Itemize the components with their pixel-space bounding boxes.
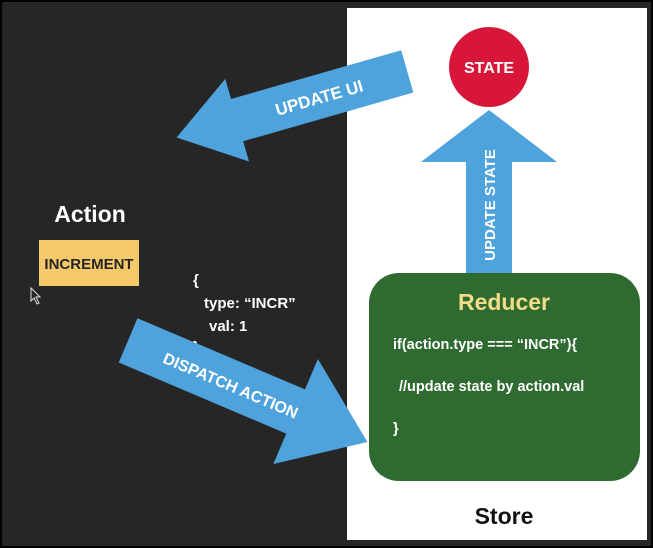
reducer-title: Reducer xyxy=(458,289,550,315)
dispatch-action-arrow-shape xyxy=(118,318,368,464)
update-ui-arrow-shape xyxy=(176,50,414,162)
reducer-box xyxy=(369,273,640,481)
mouse-cursor-icon xyxy=(30,286,42,305)
store-label: Store xyxy=(475,503,534,529)
update-state-arrow xyxy=(421,110,557,288)
increment-button[interactable]: INCREMENT xyxy=(39,240,139,286)
object-val-line: val: 1 xyxy=(209,318,247,335)
object-open-brace: { xyxy=(193,272,199,289)
reducer-code-line-2: //update state by action.val xyxy=(399,379,584,395)
increment-button-bg xyxy=(39,240,139,286)
update-state-label: UPDATE STATE xyxy=(482,149,499,261)
state-circle xyxy=(449,27,529,107)
state-label: STATE xyxy=(464,60,514,77)
object-type-line: type: “INCR” xyxy=(204,295,296,312)
action-heading: Action xyxy=(54,201,126,227)
increment-button-label: INCREMENT xyxy=(44,256,133,273)
reducer-code-line-3: } xyxy=(393,421,399,437)
reducer-code-line-1: if(action.type === “INCR”){ xyxy=(393,337,577,353)
